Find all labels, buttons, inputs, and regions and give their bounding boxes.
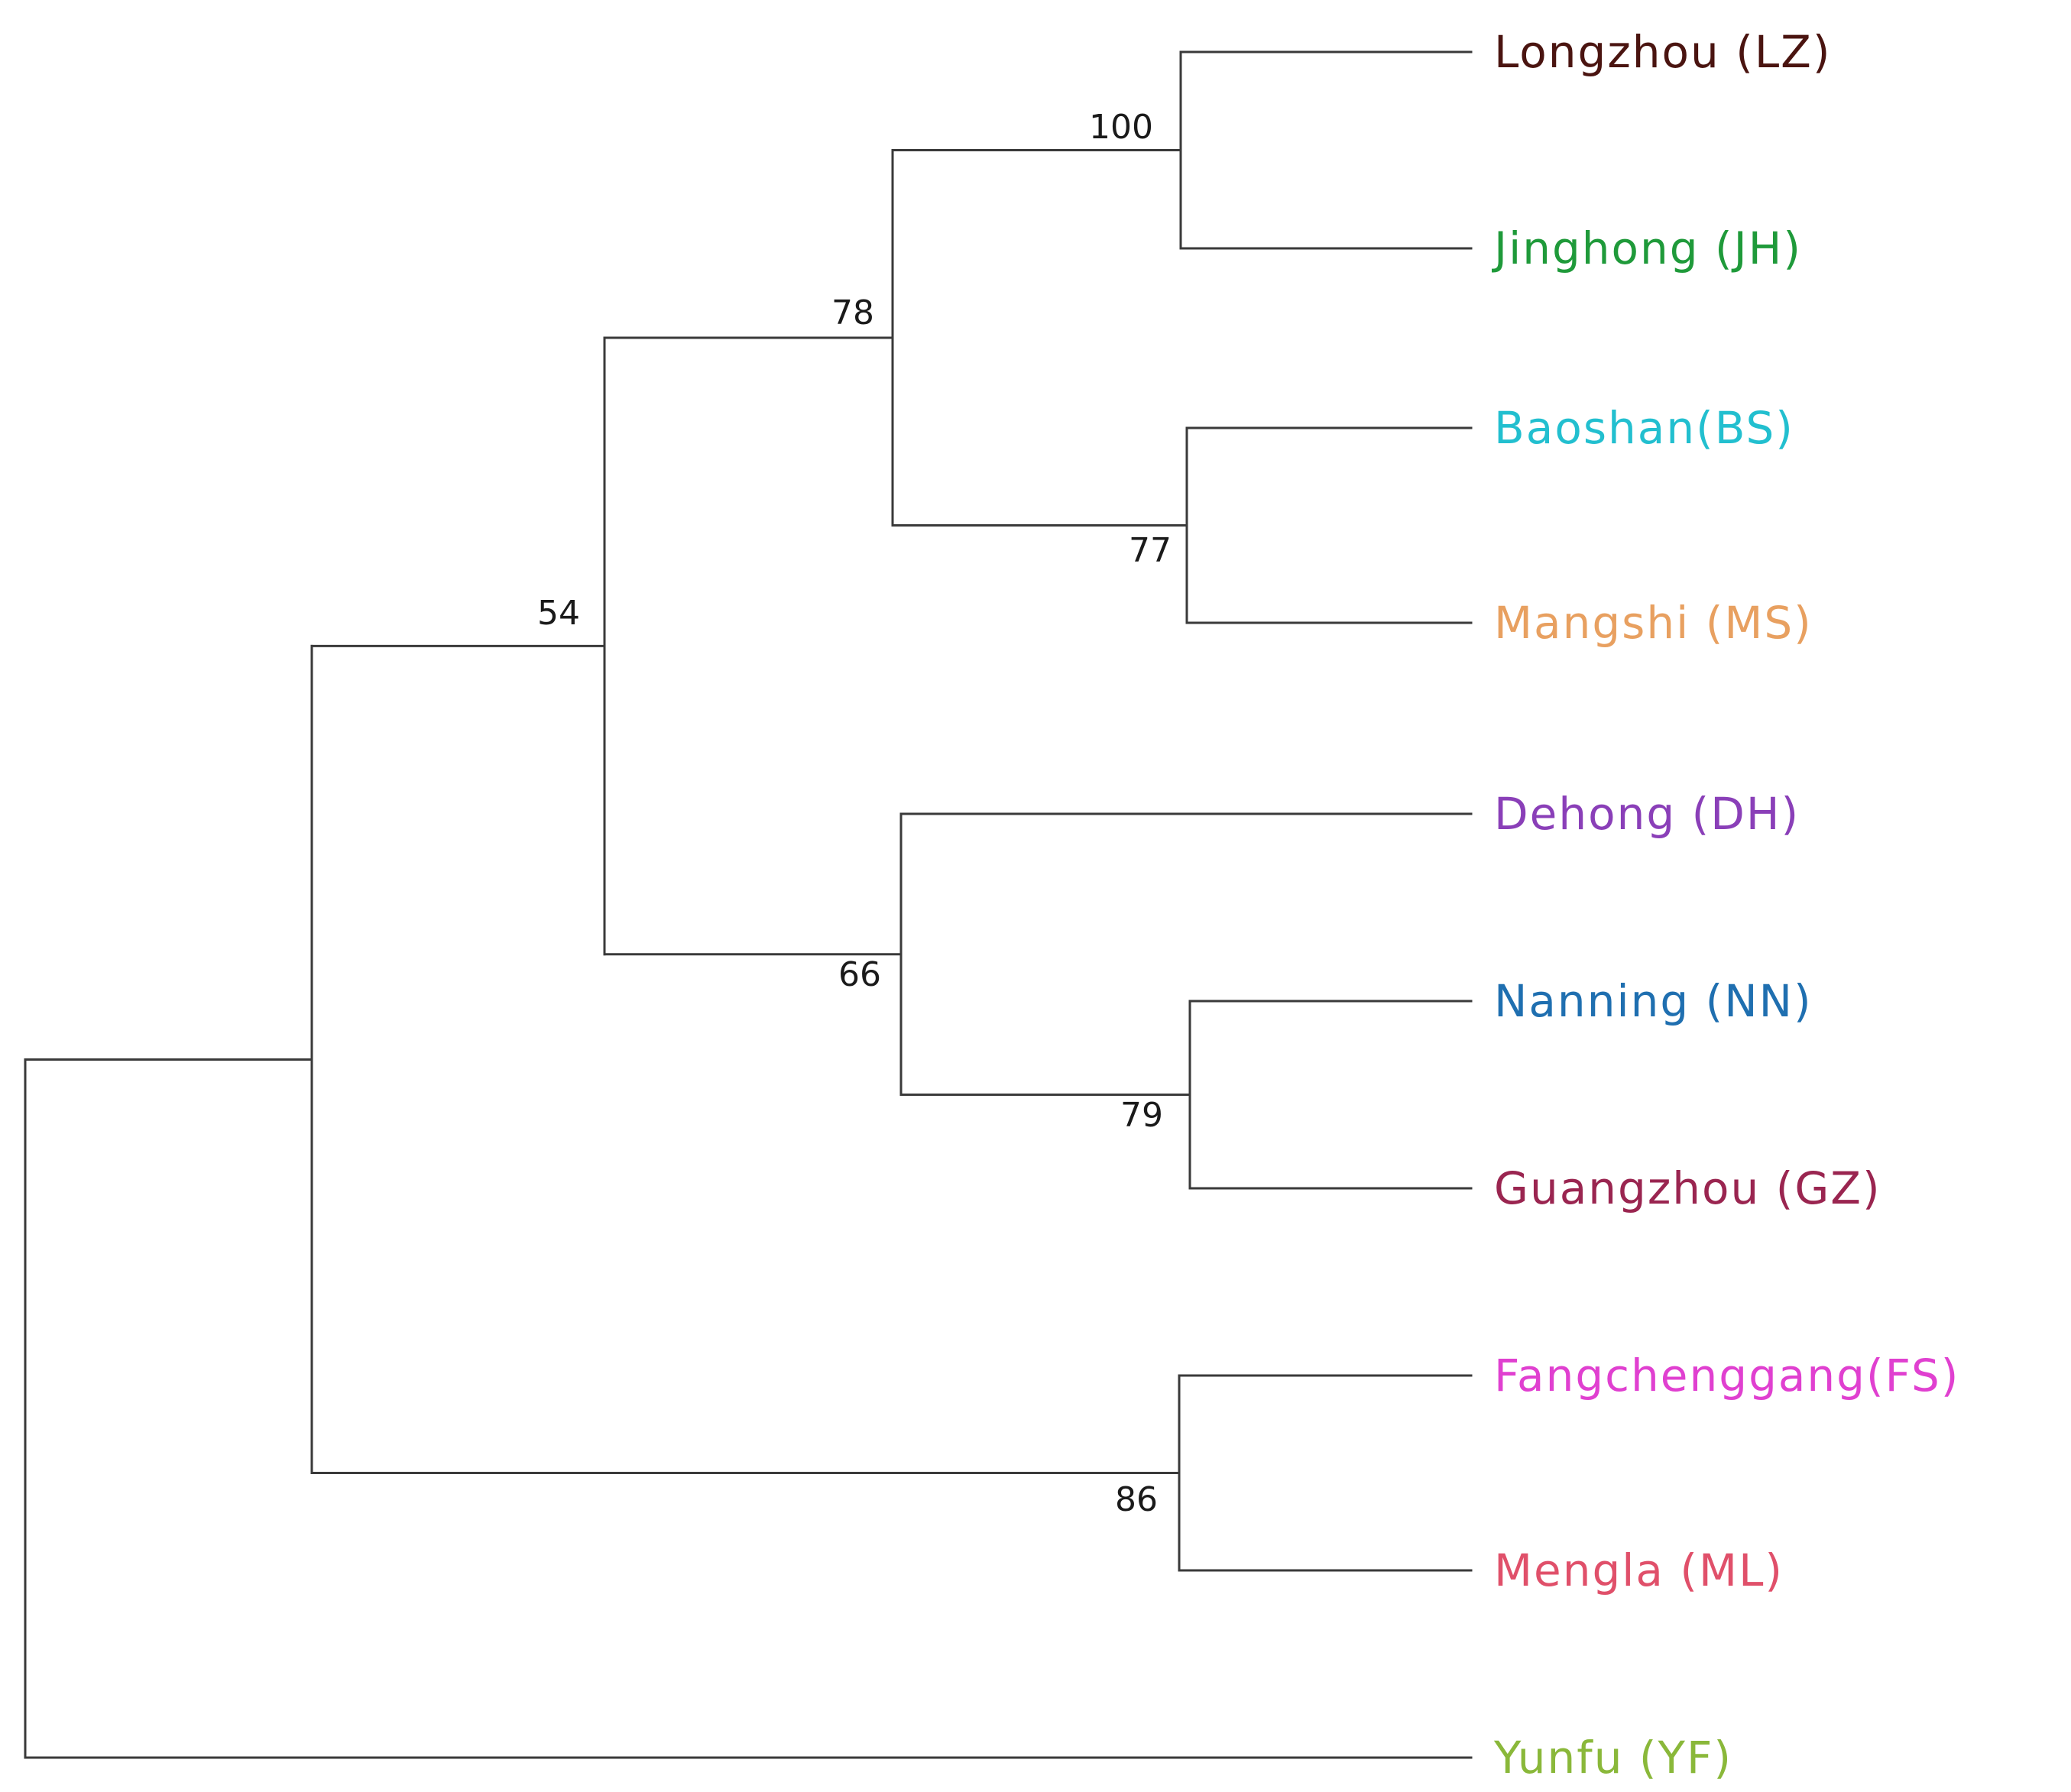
- taxon-label-jh: Jinghong (JH): [1492, 222, 1802, 274]
- taxon-label-fs: Fangchenggang(FS): [1494, 1350, 1959, 1402]
- support-value-n_fs_ml: 86: [1115, 1480, 1158, 1519]
- taxon-label-ml: Mengla (ML): [1494, 1544, 1784, 1596]
- support-value-n_dh: 66: [838, 955, 881, 994]
- tree-branches: [24, 50, 1473, 1759]
- support-value-n_core: 54: [537, 594, 580, 633]
- support-value-n_upper: 78: [831, 293, 874, 332]
- taxon-label-ms: Mangshi (MS): [1494, 597, 1813, 649]
- taxon-label-dh: Dehong (DH): [1494, 788, 1800, 840]
- taxon-label-gz: Guangzhou (GZ): [1494, 1162, 1881, 1214]
- taxon-labels: Longzhou (LZ) Jinghong (JH) Baoshan(BS) Man…: [1492, 26, 1959, 1784]
- taxon-label-bs: Baoshan(BS): [1494, 402, 1794, 454]
- support-value-n_bs_ms: 77: [1129, 531, 1172, 570]
- taxon-label-lz: Longzhou (LZ): [1494, 26, 1832, 78]
- taxon-label-nn: Nanning (NN): [1494, 975, 1813, 1027]
- support-value-n_nn_gz: 79: [1120, 1096, 1163, 1135]
- support-values: 100 77 78 79 66 54 86: [537, 108, 1172, 1519]
- taxon-label-yf: Yunfu (YF): [1493, 1732, 1732, 1784]
- support-value-n_lz_jh: 100: [1089, 108, 1153, 147]
